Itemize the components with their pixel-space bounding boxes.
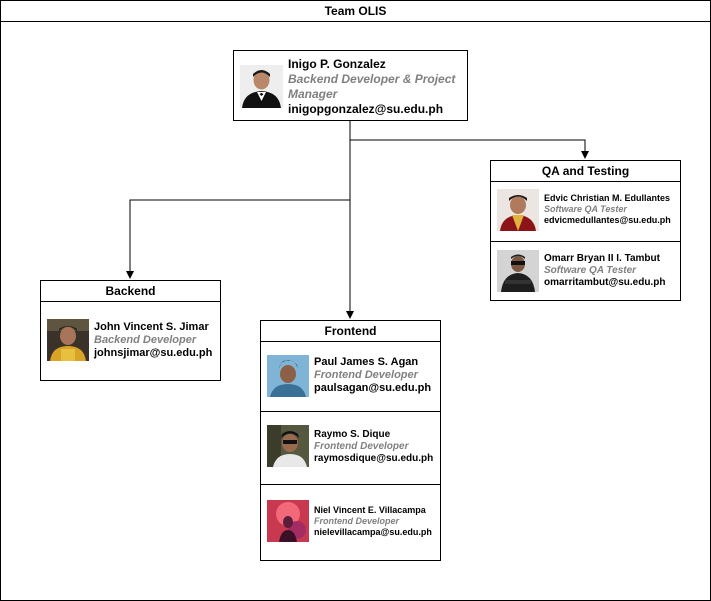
member-name: John Vincent S. Jimar (94, 321, 209, 333)
member-avatar (497, 189, 539, 231)
member-name: Omarr Bryan II I. Tambut (544, 253, 660, 264)
lead-role: Backend Developer & Project Manager (288, 72, 456, 101)
member-name: Paul James S. Agan (314, 356, 419, 368)
member-email: edvicmedullantes@su.edu.ph (544, 215, 671, 225)
member-avatar (497, 250, 539, 292)
member-info: Omarr Bryan II I. Tambut Software QA Tes… (544, 253, 665, 289)
lead-card: Inigo P. Gonzalez Backend Developer & Pr… (233, 50, 468, 121)
member-name: Niel Vincent E. Villacampa (314, 505, 426, 515)
member-role: Backend Developer (94, 334, 197, 346)
member-name: Edvic Christian M. Edullantes (544, 193, 671, 203)
member-info: John Vincent S. Jimar Backend Developer … (94, 321, 212, 360)
frontend-group: Frontend Paul James S. Agan Frontend Dev… (260, 320, 441, 561)
diagram-title: Team OLIS (1, 1, 710, 22)
qa-member: Edvic Christian M. Edullantes Software Q… (491, 181, 680, 241)
member-email: omarritambut@su.edu.ph (544, 277, 666, 288)
member-role: Frontend Developer (314, 516, 400, 526)
frontend-member: Niel Vincent E. Villacampa Frontend Deve… (261, 484, 440, 560)
frontend-member: Paul James S. Agan Frontend Developer pa… (261, 341, 440, 411)
connector-lead-to-backend (126, 120, 351, 279)
frontend-group-title: Frontend (261, 321, 440, 342)
lead-name: Inigo P. Gonzalez (288, 57, 386, 71)
member-info: Raymo S. Dique Frontend Developer raymos… (314, 429, 433, 465)
member-info: Paul James S. Agan Frontend Developer pa… (314, 356, 431, 395)
member-name: Raymo S. Dique (314, 429, 391, 440)
lead-avatar (240, 65, 283, 108)
member-role: Frontend Developer (314, 369, 418, 381)
member-avatar (267, 500, 309, 542)
member-email: nielevillacampa@su.edu.ph (314, 527, 432, 537)
member-avatar (267, 355, 309, 397)
member-email: johnsjimar@su.edu.ph (94, 347, 213, 359)
member-avatar (267, 425, 309, 467)
frontend-member: Raymo S. Dique Frontend Developer raymos… (261, 411, 440, 484)
backend-member: John Vincent S. Jimar Backend Developer … (41, 301, 220, 380)
backend-group-title: Backend (41, 281, 220, 302)
lead-info: Inigo P. Gonzalez Backend Developer & Pr… (288, 57, 464, 117)
backend-group: Backend John Vincent S. Jimar Backend De… (40, 280, 221, 381)
member-role: Frontend Developer (314, 441, 409, 452)
member-email: paulsagan@su.edu.ph (314, 382, 432, 394)
member-info: Edvic Christian M. Edullantes Software Q… (544, 193, 671, 226)
connector-lead-to-qa (350, 139, 589, 159)
member-info: Niel Vincent E. Villacampa Frontend Deve… (314, 505, 432, 538)
member-avatar (47, 319, 89, 361)
qa-group: QA and Testing Edvic Christian M. Edulla… (490, 160, 681, 301)
member-role: Software QA Tester (544, 204, 627, 214)
qa-member: Omarr Bryan II I. Tambut Software QA Tes… (491, 241, 680, 300)
member-role: Software QA Tester (544, 265, 637, 276)
member-email: raymosdique@su.edu.ph (314, 453, 434, 464)
lead-email: inigopgonzalez@su.edu.ph (288, 102, 444, 116)
qa-group-title: QA and Testing (491, 161, 680, 182)
